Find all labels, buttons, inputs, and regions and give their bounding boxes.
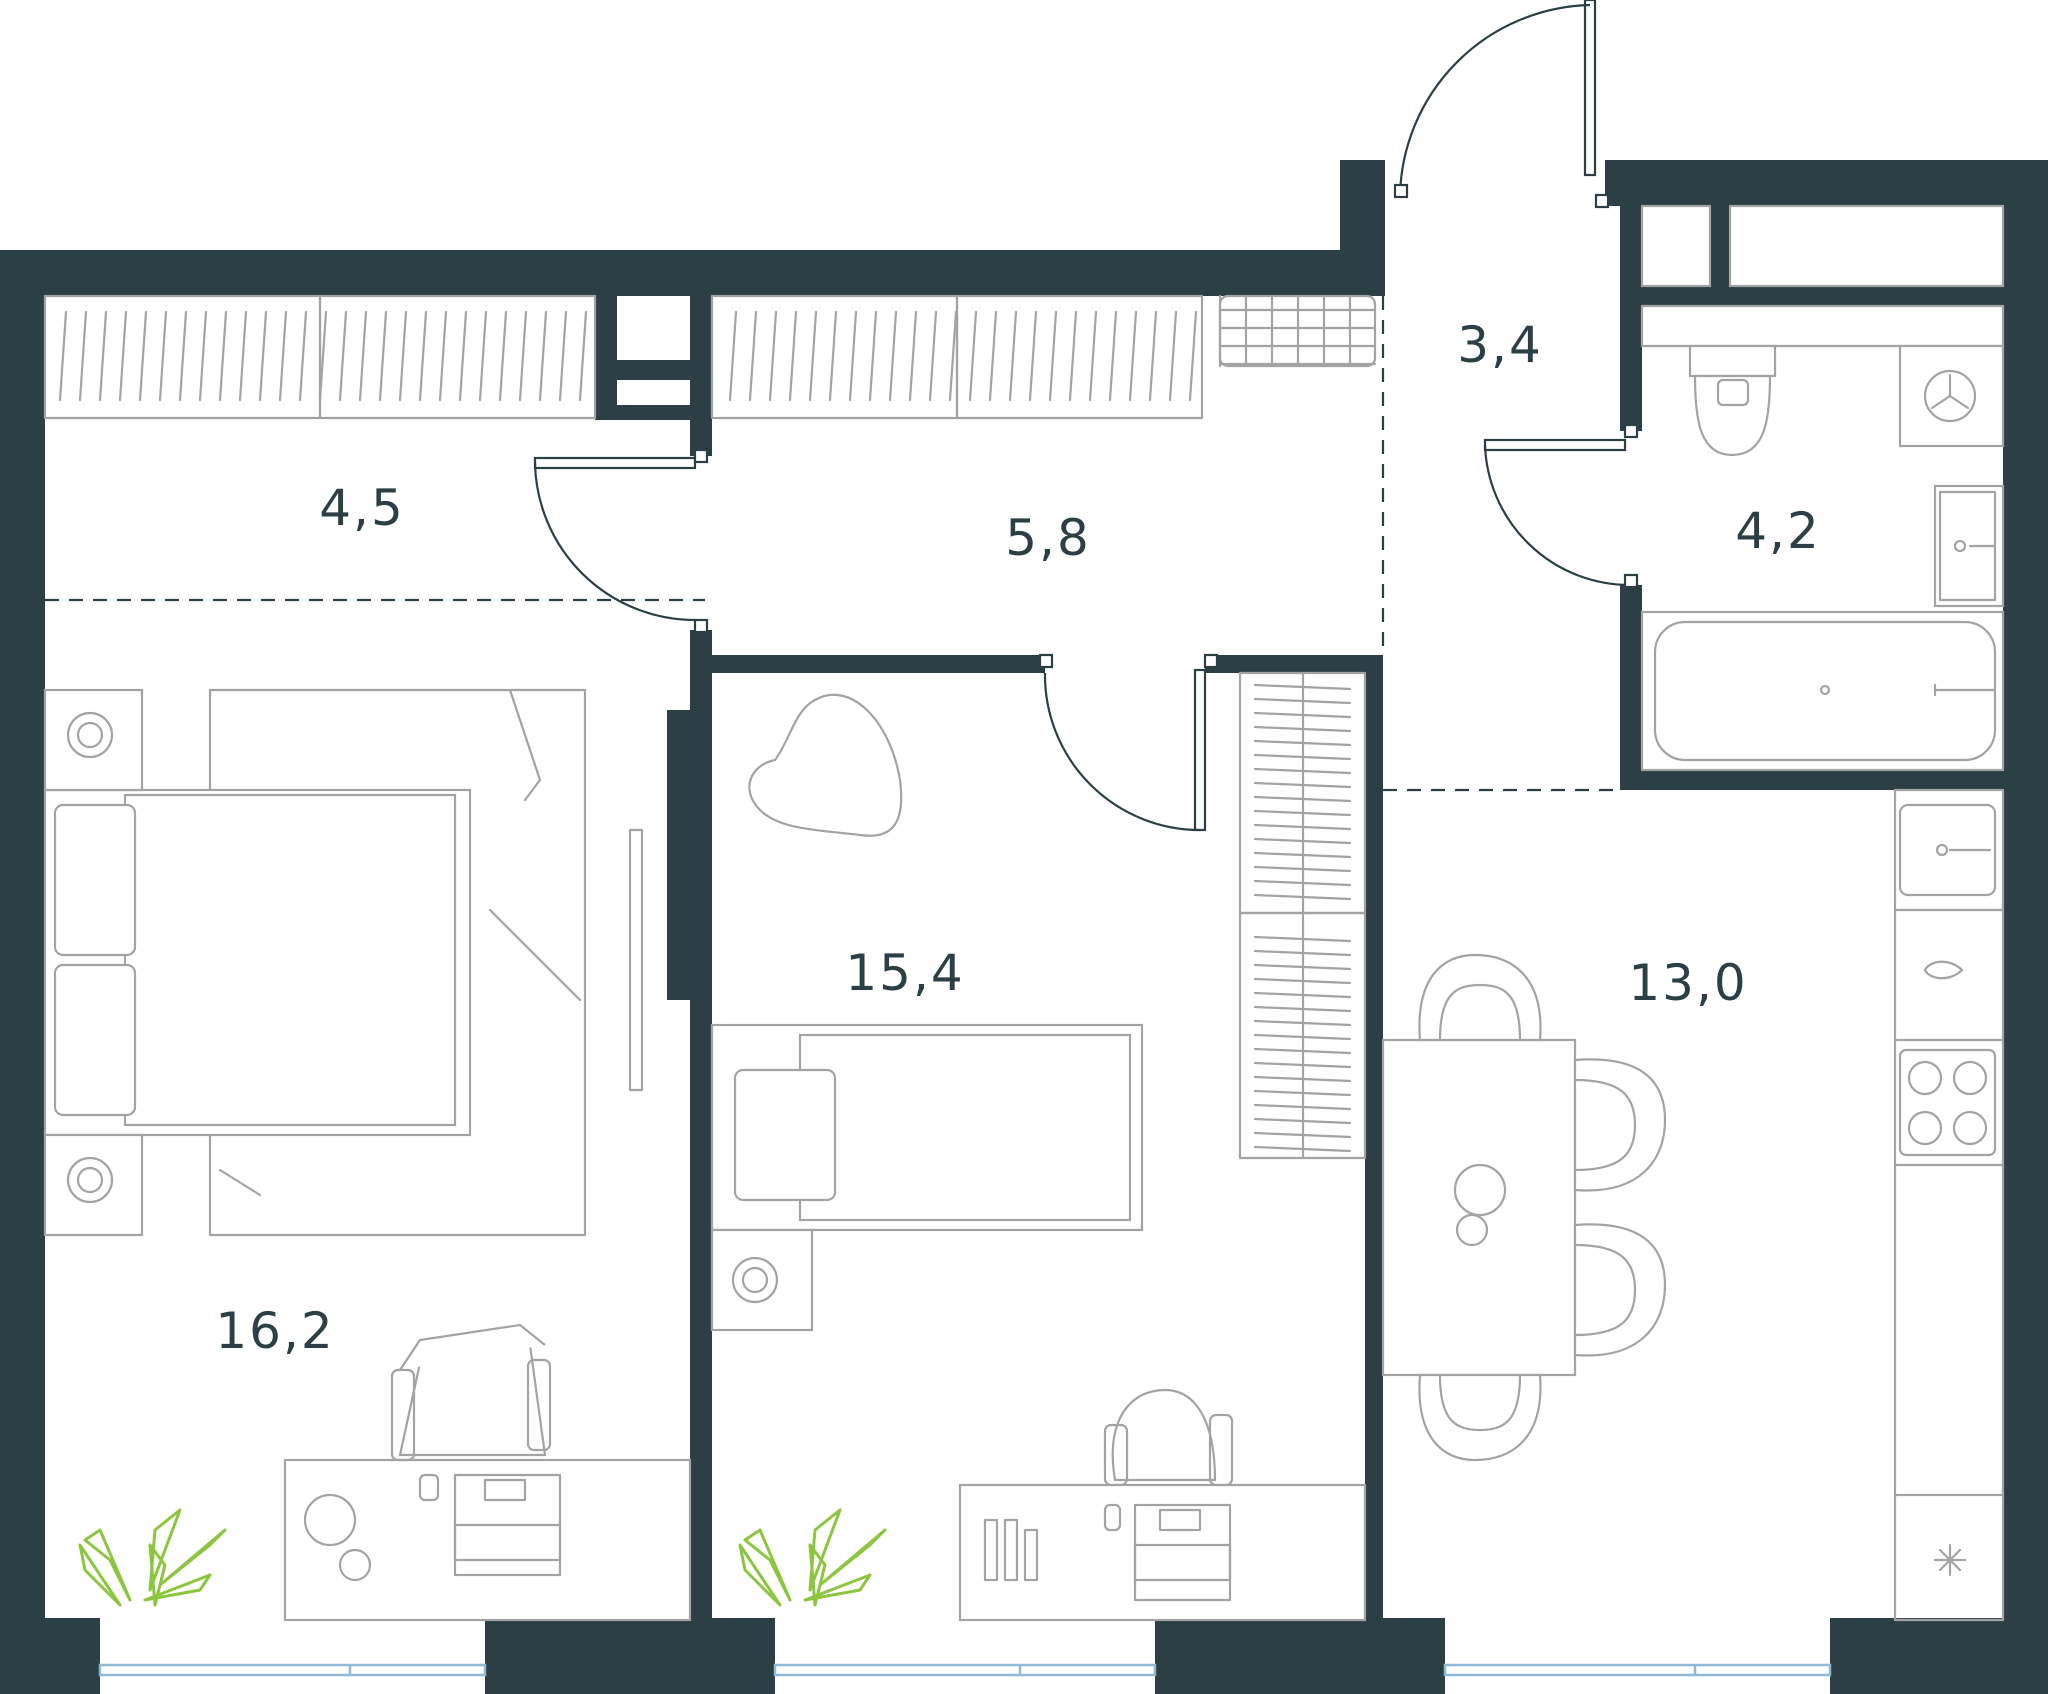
kitchen-furniture — [1381, 788, 2005, 1622]
dining-table — [1381, 1038, 1577, 1377]
wall-bath-south — [1620, 770, 2048, 790]
wall-shaft-bottom — [1625, 286, 2048, 306]
window-bedroom — [98, 1663, 487, 1677]
bathroom-sink — [1933, 484, 2005, 608]
stove — [1898, 1048, 1997, 1157]
wall-room2-top-left — [690, 655, 1045, 673]
wall-bath-west-lower — [1620, 585, 1642, 790]
bedroom-furniture — [43, 294, 692, 1622]
entrance-door[interactable] — [1393, 0, 1610, 209]
hallway-furniture — [710, 294, 1377, 420]
second-bedroom-door[interactable] — [1038, 653, 1219, 832]
walls — [0, 160, 2048, 1694]
bedroom-door[interactable] — [533, 448, 709, 634]
wall-south-2 — [485, 1618, 775, 1694]
windows — [98, 204, 2005, 1677]
wall-closet-bottom — [595, 405, 712, 420]
bean-bag — [748, 693, 903, 837]
desk-chair-bedroom — [390, 1323, 552, 1462]
wardrobe-left — [43, 294, 597, 420]
kitchen-sink — [1898, 803, 1997, 897]
plant-bedroom — [78, 1508, 227, 1607]
ventilation-shaft-left — [1640, 204, 1712, 288]
toilet — [1688, 344, 1777, 457]
zone-dividers — [45, 296, 1620, 792]
room-area-kitchen-living: 13,0 — [1628, 954, 1747, 1012]
bathroom-furniture — [1640, 304, 2005, 772]
room-area-hallway: 5,8 — [1005, 509, 1091, 567]
room-labels: 16,2 4,5 5,8 3,4 4,2 15,4 13,0 — [215, 316, 1821, 1360]
wall-room2-kitchen — [1365, 655, 1383, 1618]
window-second-bedroom — [773, 1663, 1157, 1677]
desk-room2 — [958, 1483, 1367, 1622]
desk-chair-room2 — [1103, 1388, 1234, 1487]
washing-machine — [1898, 344, 2005, 448]
wall-south-3 — [1155, 1618, 1445, 1694]
wall-bath-west-upper — [1620, 206, 1642, 431]
tv — [628, 828, 644, 1092]
duvet — [123, 793, 457, 1127]
wardrobe-hall-2 — [955, 294, 1204, 420]
wall-bedroom-hall-thick — [667, 710, 697, 1000]
doors — [533, 0, 1639, 832]
pillow-bottom — [53, 963, 137, 1117]
pillow-top — [53, 803, 137, 957]
room-area-wardrobe-zone: 4,5 — [319, 479, 405, 537]
wall-east — [2003, 160, 2048, 1694]
wall-closet-top — [595, 296, 617, 418]
wall-south-1 — [0, 1618, 100, 1694]
bathroom-door[interactable] — [1483, 423, 1639, 589]
dining-chair-top — [1418, 953, 1542, 1042]
room-area-entrance: 3,4 — [1457, 316, 1543, 374]
wall-north-left — [0, 250, 1385, 296]
wall-west — [0, 250, 45, 1694]
desk-bedroom — [283, 1458, 692, 1622]
wall-shaft-divider — [1710, 206, 1730, 296]
single-bed-pillow — [733, 1068, 837, 1202]
dining-chair-right-top — [1573, 1058, 1667, 1192]
fridge-snowflake-icon — [1933, 1543, 1967, 1577]
wall-room2-top-right — [1205, 655, 1380, 673]
dining-chair-bottom — [1418, 1373, 1542, 1462]
kitchen-counter — [1893, 788, 2005, 1622]
plant-room2 — [738, 1508, 887, 1607]
window-kitchen — [1443, 1663, 1832, 1677]
nightstand-room2 — [710, 1228, 814, 1332]
nightstand-top — [43, 688, 144, 792]
ventilation-shaft-right — [1728, 204, 2005, 288]
wall-north-right — [1605, 160, 2048, 206]
bathtub — [1640, 610, 2005, 772]
wall-entrance-left — [1340, 160, 1385, 296]
room-area-bathroom: 4,2 — [1735, 502, 1821, 560]
wall-south-4 — [1830, 1618, 2048, 1694]
wall-closet-mid — [608, 360, 712, 380]
room-area-bedroom: 16,2 — [215, 1302, 334, 1360]
single-bed-duvet — [798, 1033, 1132, 1222]
room-area-second-bedroom: 15,4 — [845, 944, 964, 1002]
nightstand-bottom — [43, 1133, 144, 1237]
wardrobe-hall-1 — [710, 294, 959, 420]
second-bedroom-furniture — [710, 671, 1367, 1622]
dining-chair-right-bottom — [1573, 1223, 1667, 1357]
